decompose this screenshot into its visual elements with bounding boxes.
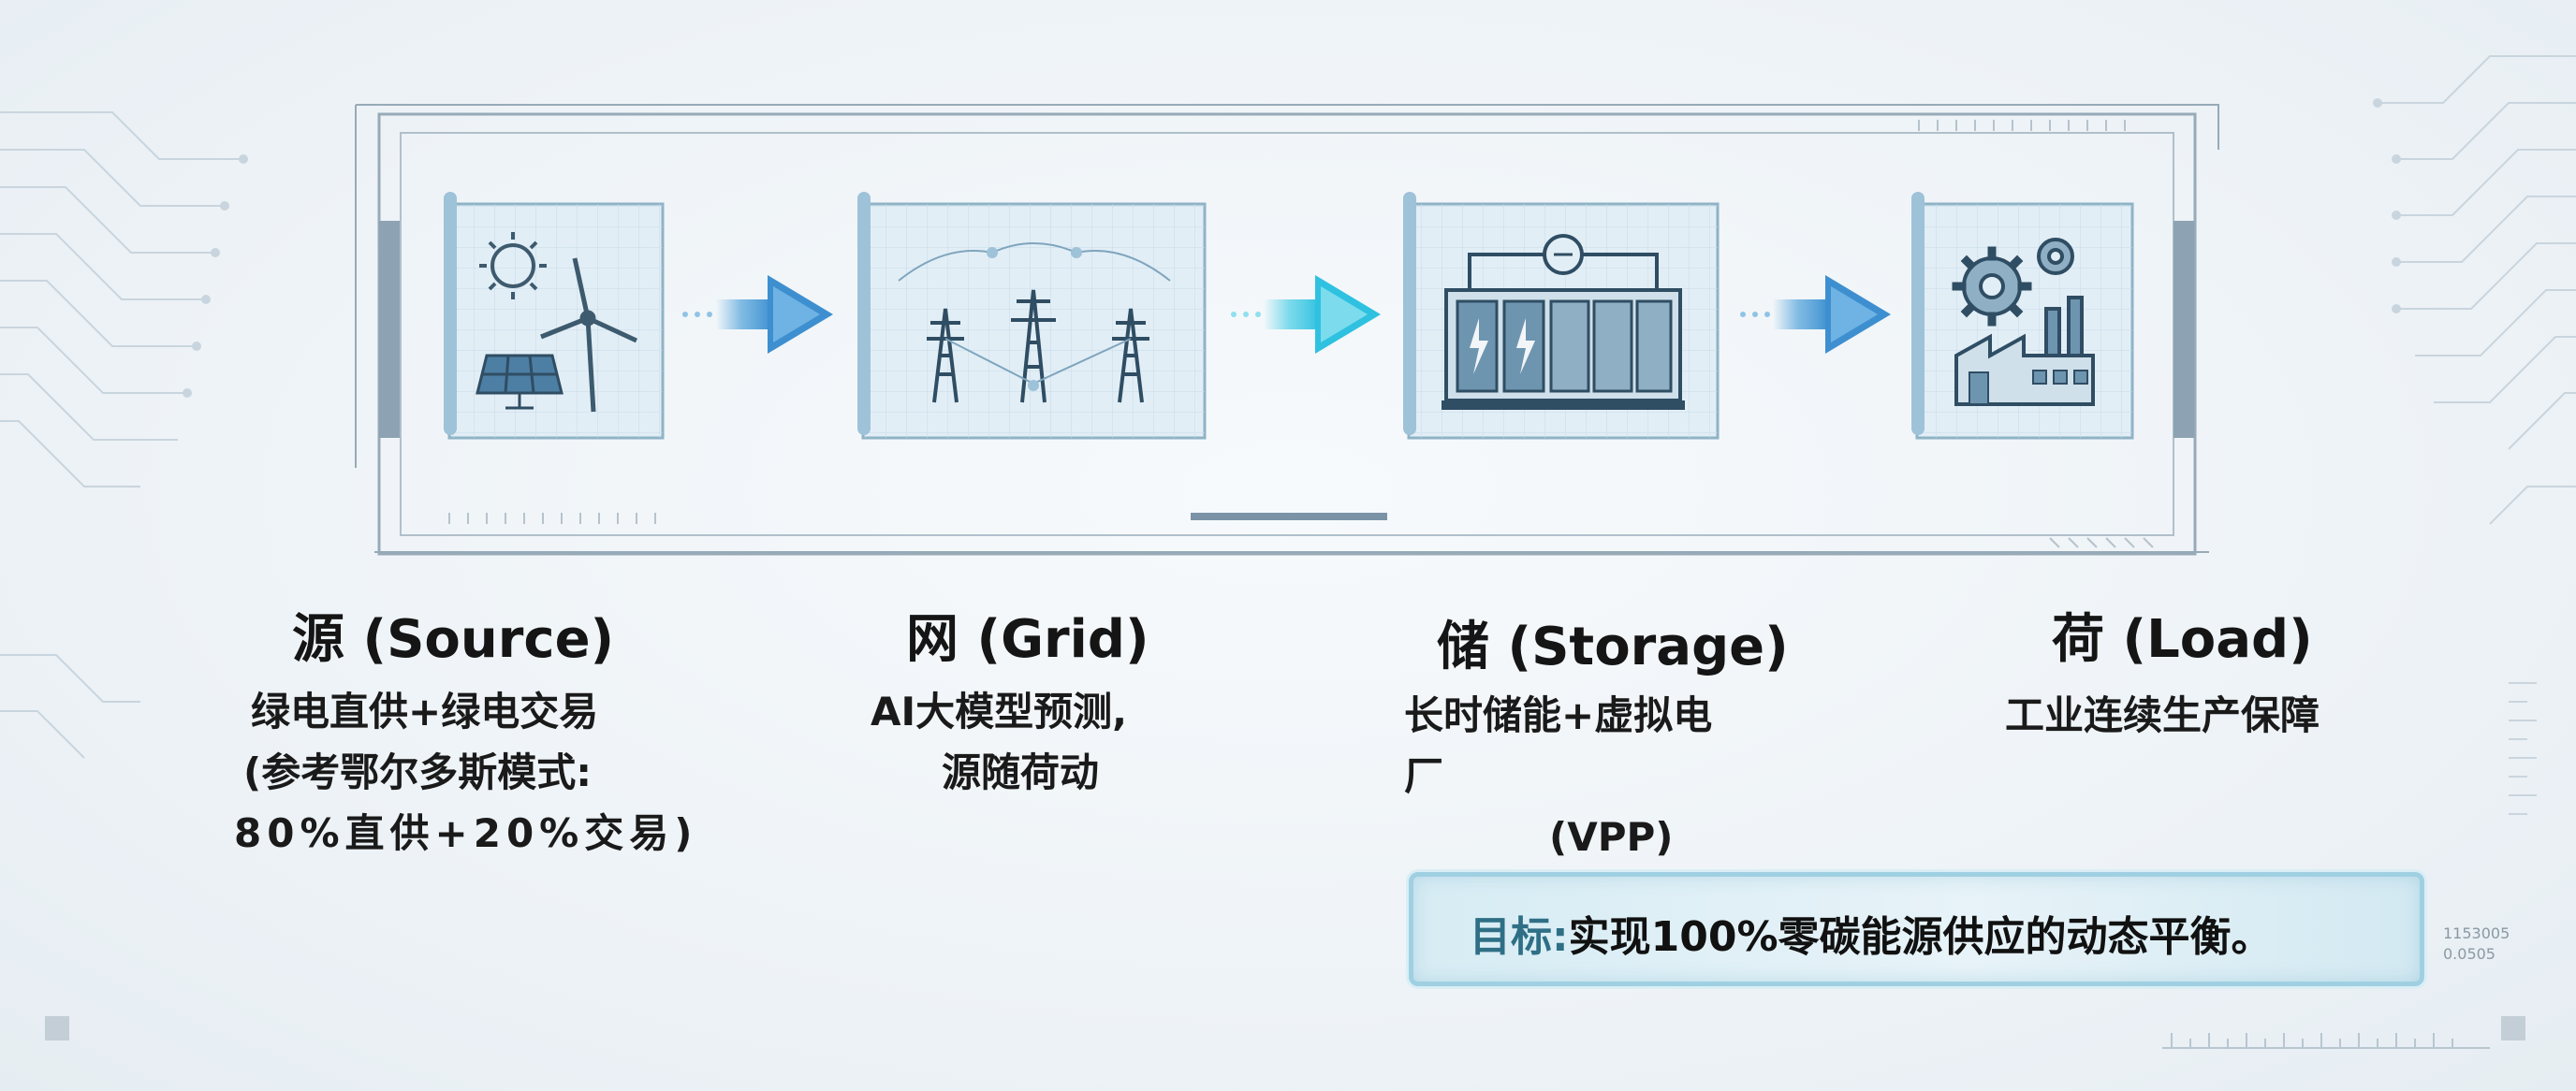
- node-desc-storage: 长时储能+虚拟电 厂 (VPP): [1404, 685, 1712, 867]
- node-title-load: 荷 (Load): [2052, 609, 2313, 670]
- node-desc-grid: AI大模型预测, 源随荷动: [871, 681, 1127, 803]
- node-desc-line: (参考鄂尔多斯模式:: [243, 749, 592, 796]
- panel-storage: [1403, 192, 1720, 440]
- solar-panel-icon: [476, 354, 564, 410]
- frame-left-tab: [379, 221, 400, 438]
- side-code-top: 1153005: [2443, 924, 2510, 942]
- arrow-storage-to-load: [1740, 275, 1891, 354]
- node-desc-load: 工业连续生产保障: [2005, 685, 2320, 746]
- arrow-source-to-grid: [682, 275, 833, 354]
- node-desc-line: 长时储能+虚拟电: [1404, 692, 1713, 738]
- node-desc-line: 工业连续生产保障: [2005, 692, 2320, 738]
- arrow-grid-to-storage: [1231, 275, 1381, 354]
- battery-storage-icon: [1442, 234, 1685, 410]
- frame-bottom-bar: [1191, 513, 1387, 520]
- panel-load: [1911, 192, 2134, 440]
- node-desc-source: 绿电直供+绿电交易 (参考鄂尔多斯模式: 80%直供+20%交易): [234, 681, 697, 864]
- goal-label: 目标:: [1470, 913, 1569, 961]
- node-desc-line: 80%直供+20%交易): [234, 810, 698, 857]
- factory-gear-icon: [1952, 238, 2095, 406]
- sun-icon: [479, 232, 547, 299]
- node-desc-line: 绿电直供+绿电交易: [251, 689, 599, 735]
- goal-text: 目标:实现100%零碳能源供应的动态平衡。: [1470, 903, 2273, 963]
- goal-statement: 实现100%零碳能源供应的动态平衡。: [1568, 913, 2273, 961]
- side-code-bottom: 0.0505: [2443, 945, 2496, 963]
- frame-right-tab: [2174, 221, 2194, 438]
- wind-turbine-icon: [540, 257, 638, 413]
- node-desc-line: 厂: [1404, 753, 1444, 800]
- node-title-storage: 储 (Storage): [1437, 617, 1789, 677]
- node-desc-line: AI大模型预测,: [871, 689, 1128, 735]
- transmission-tower-icon: [898, 242, 1171, 403]
- node-title-source: 源 (Source): [292, 609, 615, 670]
- panel-source: [444, 192, 665, 440]
- panel-grid: [857, 192, 1207, 440]
- node-desc-line: 源随荷动: [942, 749, 1100, 796]
- goal-banner: 目标:实现100%零碳能源供应的动态平衡。: [1409, 872, 2424, 986]
- node-title-grid: 网 (Grid): [906, 609, 1149, 670]
- node-desc-line: (VPP): [1549, 814, 1674, 861]
